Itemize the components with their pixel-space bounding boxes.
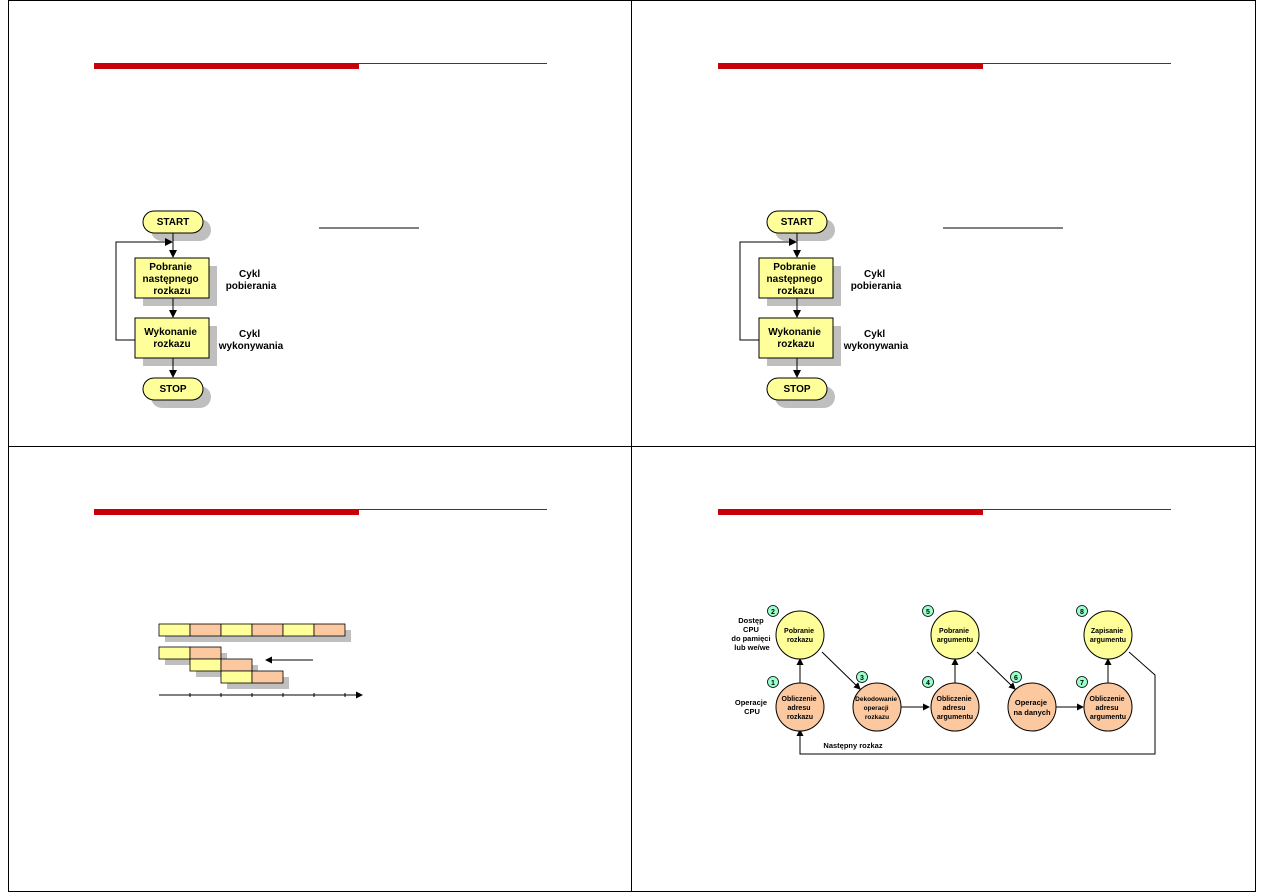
pipeline-diagram xyxy=(158,623,363,699)
state-4-number: 4 xyxy=(926,680,930,687)
state-7-text: Obliczenie adresu argumentu xyxy=(1090,696,1127,721)
state-8-number: 8 xyxy=(1080,609,1084,616)
sequential-stage-2 xyxy=(189,623,222,637)
edge-8-next-instruction xyxy=(796,651,1156,755)
time-axis-ticks xyxy=(189,693,346,697)
sequential-stage-1 xyxy=(158,623,191,637)
fetch-box xyxy=(134,257,210,299)
stop-terminal xyxy=(142,377,204,401)
sequential-stage-4 xyxy=(251,623,284,637)
slide-title-bar xyxy=(94,509,359,515)
edge-2-3 xyxy=(821,651,861,690)
state-3-circle xyxy=(852,682,902,732)
state-1-circle xyxy=(775,682,825,732)
state-5-number: 5 xyxy=(926,609,930,616)
start-label: START xyxy=(157,217,190,228)
next-instruction-label: Następny rozkaz xyxy=(823,741,882,750)
loop-back-arrow xyxy=(739,238,797,341)
state-3-badge xyxy=(856,671,868,683)
state-6-text: Operacje na danych xyxy=(1013,698,1051,717)
state-2-badge xyxy=(767,605,779,617)
fetch-box-text: Pobranie następnego rozkazu xyxy=(143,262,202,297)
fetch-execute-flowchart: START Pobranie następnego rozkazu Wykona… xyxy=(115,210,419,408)
state-7-circle xyxy=(1083,682,1133,732)
execute-box xyxy=(134,317,210,359)
execute-box xyxy=(758,317,834,359)
execute-box-text: Wykonanie rozkazu xyxy=(144,327,199,350)
slide-2: START Pobranie następnego rozkazu Wykona… xyxy=(632,0,1256,446)
execute-cycle-label: Cykl wykonywania xyxy=(218,329,284,352)
cpu-operations-label: Operacje CPU xyxy=(735,698,769,716)
execute-cycle-label: Cykl wykonywania xyxy=(843,329,909,352)
start-label: START xyxy=(781,217,814,228)
state-6-badge xyxy=(1010,671,1022,683)
fetch-execute-flowchart: START Pobranie następnego rozkazu Wykona… xyxy=(739,210,1063,408)
frame-bottom xyxy=(8,891,1256,892)
state-6-number: 6 xyxy=(1014,675,1018,682)
loop-back-arrow xyxy=(115,238,173,341)
state-5-badge xyxy=(922,605,934,617)
state-1-badge xyxy=(767,676,779,688)
sequential-stage-6 xyxy=(313,623,346,637)
sequential-stage-5 xyxy=(282,623,315,637)
state-8-circle xyxy=(1083,610,1133,660)
stop-terminal xyxy=(766,377,828,401)
state-5-circle xyxy=(930,610,980,660)
state-4-badge xyxy=(922,676,934,688)
state-7-badge xyxy=(1076,676,1088,688)
slide-title-bar xyxy=(94,63,359,69)
state-2-text: Pobranie rozkazu xyxy=(784,628,816,644)
pipelined-fetch-1 xyxy=(158,646,191,660)
pipeline-cells xyxy=(158,623,351,689)
fetch-cycle-label: Cykl pobierania xyxy=(851,269,902,292)
edge-5-6 xyxy=(976,651,1016,690)
state-8-text: Zapisanie argumentu xyxy=(1090,628,1126,644)
slide-1: START Pobranie następnego rozkazu Wykona… xyxy=(8,0,632,446)
state-2-circle xyxy=(775,610,825,660)
slide-title-rule xyxy=(359,63,547,64)
sequential-stage-3 xyxy=(220,623,253,637)
fetch-box xyxy=(758,257,834,299)
pipelined-execute-2 xyxy=(220,658,253,672)
state-1-text: Obliczenie adresu rozkazu xyxy=(782,696,819,721)
slide-3 xyxy=(8,447,632,893)
state-4-circle xyxy=(930,682,980,732)
frame-top xyxy=(8,0,1256,1)
fetch-cycle-label: Cykl pobierania xyxy=(226,269,277,292)
fetch-box-text: Pobranie następnego rozkazu xyxy=(767,262,826,297)
state-8-badge xyxy=(1076,605,1088,617)
slide-4: Dostęp CPU do pamięci lub we/we Operacje… xyxy=(632,447,1256,893)
slide-title-rule xyxy=(359,509,547,510)
cpu-memory-access-label: Dostęp CPU do pamięci lub we/we xyxy=(731,616,772,652)
state-3-number: 3 xyxy=(860,675,864,682)
slide-title-rule xyxy=(983,509,1171,510)
state-6-circle xyxy=(1007,682,1057,732)
slide-title-rule xyxy=(983,63,1171,64)
stop-label: STOP xyxy=(783,384,810,395)
state-5-text: Pobranie argumentu xyxy=(937,628,973,644)
state-2-number: 2 xyxy=(771,609,775,616)
pipelined-fetch-3 xyxy=(220,670,253,684)
state-4-text: Obliczenie adresu argumentu xyxy=(937,696,974,721)
stop-label: STOP xyxy=(159,384,186,395)
state-3-text: Dekodowanie operacji rozkazu xyxy=(855,696,899,721)
state-1-number: 1 xyxy=(771,680,775,687)
instruction-cycle-state-diagram: Dostęp CPU do pamięci lub we/we Operacje… xyxy=(731,605,1156,755)
slide-title-bar xyxy=(718,63,983,69)
slide-title-bar xyxy=(718,509,983,515)
pipelined-execute-1 xyxy=(189,646,222,660)
pipelined-execute-3 xyxy=(251,670,284,684)
state-7-number: 7 xyxy=(1080,680,1084,687)
frame-horizontal-divider xyxy=(8,446,1256,447)
execute-box-text: Wykonanie rozkazu xyxy=(768,327,823,350)
pipelined-fetch-2 xyxy=(189,658,222,672)
